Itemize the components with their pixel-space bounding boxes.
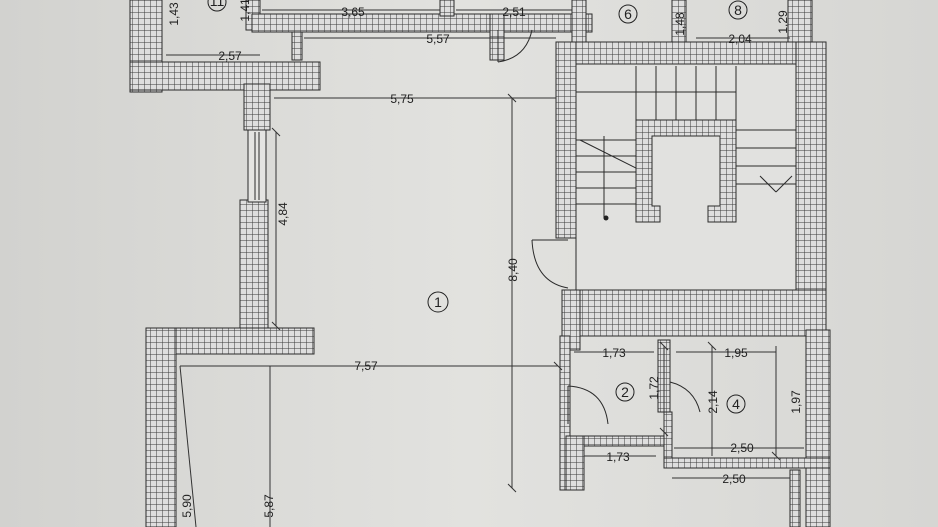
wall-room8-right	[787, 0, 813, 47]
room-marker-6: 6	[618, 4, 638, 24]
dim-label-141: 1,41	[238, 0, 252, 22]
dim-label-257: 2,57	[218, 49, 242, 63]
svg-text:6: 6	[624, 6, 632, 22]
wall-stair-top	[555, 41, 827, 65]
wall-stair-right	[795, 41, 827, 333]
walls	[129, 0, 831, 527]
dim-label-129: 1,29	[776, 10, 790, 34]
wall-room2-left	[559, 335, 571, 491]
dim-label-484: 4,84	[276, 202, 290, 226]
room-marker-4: 4	[726, 394, 746, 414]
door-room2-swing	[567, 385, 609, 425]
dim-label-173-top: 1,73	[602, 346, 626, 360]
dim-label-204: 2,04	[728, 32, 752, 46]
dim-label-757: 7,57	[354, 359, 378, 373]
dim-label-250-b: 2,50	[722, 472, 746, 486]
dim-label-214: 2,14	[706, 390, 720, 414]
wall-room2-bottom-left	[565, 435, 585, 491]
dim-label-195: 1,95	[724, 346, 748, 360]
stair-treads-top	[576, 66, 737, 120]
stair-treads-left	[576, 136, 637, 218]
dim-label-575: 5,75	[390, 92, 414, 106]
wall-top-door-pillar	[489, 13, 505, 61]
room-marker-11: 11	[207, 0, 227, 12]
room-markers: 11 6 8 1 2 4	[207, 0, 748, 414]
dim-label-148: 1,48	[673, 12, 687, 36]
wall-left-mid	[239, 199, 269, 331]
dimension-lines	[166, 9, 804, 527]
dimension-ticks	[271, 93, 781, 493]
dim-label-173-bottom: 1,73	[606, 450, 630, 464]
wall-stair-left-lower	[561, 289, 581, 351]
dim-label-365: 3,65	[341, 5, 365, 19]
doors	[497, 29, 701, 425]
window-left	[247, 129, 267, 203]
dim-label-587: 5,87	[262, 494, 276, 518]
svg-text:4: 4	[732, 396, 740, 412]
wall-top-corridor	[251, 13, 593, 33]
dim-label-557: 5,57	[426, 32, 450, 46]
svg-text:2: 2	[621, 384, 629, 400]
wall-left-upper	[243, 83, 271, 131]
svg-text:11: 11	[210, 0, 225, 9]
wall-lower-left	[145, 327, 177, 527]
room-marker-1: 1	[427, 291, 449, 313]
dim-label-840: 8,40	[506, 258, 520, 282]
dim-label-197: 1,97	[789, 390, 803, 414]
elevator-shaft	[635, 119, 737, 223]
stair-start-dot	[603, 215, 609, 221]
wall-room4-bottom	[663, 457, 831, 469]
dim-label-172: 1,72	[647, 376, 661, 400]
stair-treads-right	[736, 129, 796, 193]
room-marker-8: 8	[728, 0, 748, 20]
dim-label-143: 1,43	[167, 2, 181, 26]
wall-bottom-right-stub	[789, 469, 801, 527]
dim-label-590: 5,90	[180, 494, 194, 518]
wall-door-jamb-top	[291, 31, 303, 61]
room-marker-2: 2	[615, 382, 635, 402]
wall-stair-left-upper	[555, 41, 577, 239]
svg-text:1: 1	[434, 294, 442, 310]
wall-stair-bottom	[561, 289, 827, 337]
dimension-labels: 3,65 2,51 5,57 2,57 2,04 5,75 7,57 1,73 …	[167, 0, 803, 518]
staircase	[575, 63, 797, 291]
door-top-swing	[497, 29, 533, 63]
wall-room4-right	[805, 329, 831, 527]
wall-room11-bottom	[129, 61, 321, 91]
wall-top-stub-b	[439, 0, 455, 17]
door-room4-swing	[669, 381, 701, 413]
svg-text:8: 8	[734, 2, 742, 18]
dim-label-251: 2,51	[502, 5, 526, 19]
door-stair-swing	[531, 239, 569, 289]
dim-label-250-a: 2,50	[730, 441, 754, 455]
